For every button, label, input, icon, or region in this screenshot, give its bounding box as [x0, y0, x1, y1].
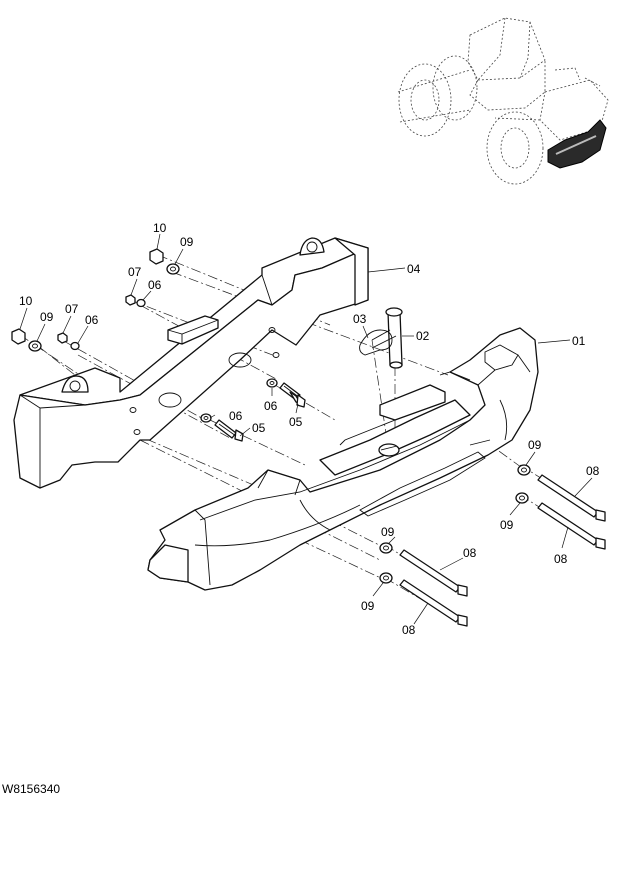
callout-07-b: 07 [65, 302, 79, 316]
callout-05-upper: 05 [289, 415, 303, 429]
front-bumper-weight [147, 327, 539, 591]
bolt-08-1 [537, 474, 606, 522]
tractor-overview-sketch [397, 17, 609, 185]
pin [385, 307, 403, 369]
callout-02: 02 [416, 329, 430, 343]
callout-09-e: 09 [381, 525, 395, 539]
callout-03: 03 [353, 312, 367, 326]
callout-07-a: 07 [128, 265, 142, 279]
callout-01: 01 [572, 334, 586, 348]
callout-06-d: 06 [229, 409, 243, 423]
callout-09-c: 09 [528, 438, 542, 452]
callout-04: 04 [407, 262, 421, 276]
counterweight-slab [13, 237, 369, 489]
callout-09-f: 09 [361, 599, 375, 613]
callout-06-b: 06 [85, 313, 99, 327]
callout-09-b: 09 [40, 310, 54, 324]
callout-08-a: 08 [586, 464, 600, 478]
callout-06-a: 06 [148, 278, 162, 292]
callout-labels: 01 02 03 04 05 05 06 06 06 06 07 07 08 0… [19, 221, 600, 637]
washers-09 [28, 263, 531, 584]
callout-08-b: 08 [554, 552, 568, 566]
nuts-and-small-washers [11, 248, 278, 423]
bolt-08-2 [537, 502, 606, 550]
callout-09-a: 09 [180, 235, 194, 249]
drawing-code: W8156340 [2, 782, 61, 796]
bolt-05-upper [279, 382, 306, 408]
callout-09-d: 09 [500, 518, 514, 532]
callout-10-b: 10 [19, 294, 33, 308]
callout-05-lower: 05 [252, 421, 266, 435]
bolt-05-lower [214, 419, 244, 442]
callout-08-d: 08 [402, 623, 416, 637]
lynch-pin [359, 329, 397, 356]
bolt-08-4 [399, 579, 468, 627]
bolt-08-3 [399, 549, 468, 597]
callout-08-c: 08 [463, 546, 477, 560]
callout-06-c: 06 [264, 399, 278, 413]
callout-10-a: 10 [153, 221, 167, 235]
leader-lines [19, 233, 593, 625]
